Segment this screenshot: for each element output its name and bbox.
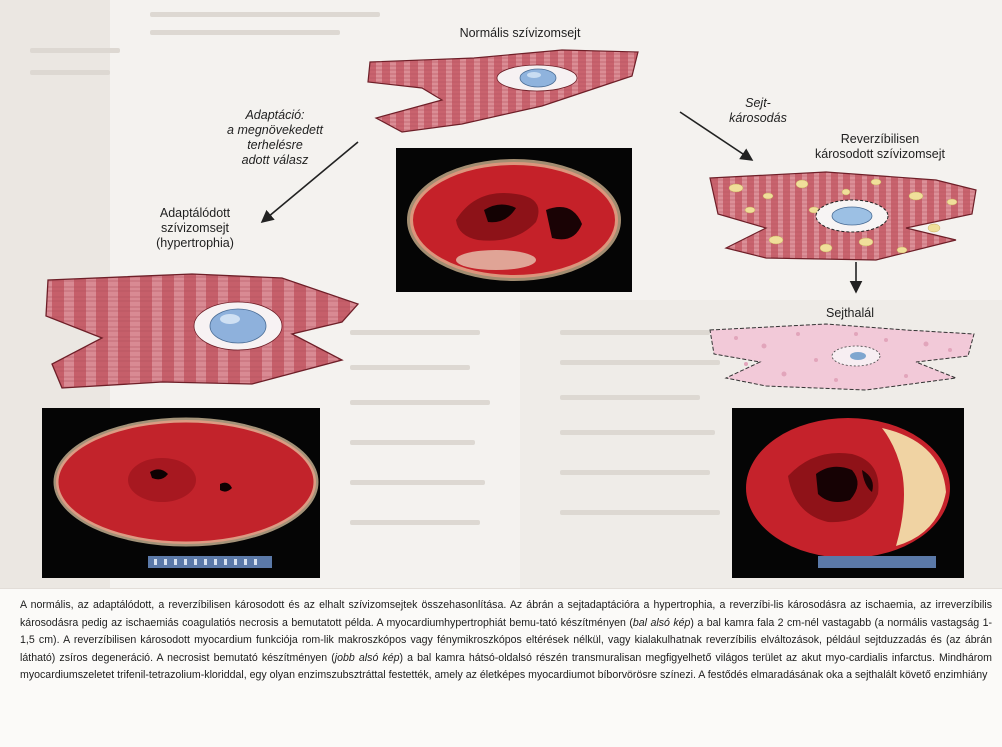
photo-hypertrophy-heart-slice bbox=[42, 408, 320, 578]
background-line bbox=[150, 30, 340, 35]
label-normal-cell: Normális szívizomsejt bbox=[459, 26, 581, 40]
label-adapted-line1: Adaptálódott bbox=[159, 206, 231, 220]
arrows-layer bbox=[260, 111, 863, 294]
label-adapted-cell: Adaptálódott szívizomsejt (hypertrophia) bbox=[110, 206, 280, 251]
photo-normal-heart-slice bbox=[396, 148, 632, 292]
background-line bbox=[560, 430, 715, 435]
background-line bbox=[560, 330, 710, 335]
dead-cell-illustration bbox=[709, 323, 975, 391]
label-cell-death: Sejthalál bbox=[826, 306, 874, 320]
caption-part-1: A normális, az adaptálódott, a reverzíbi… bbox=[20, 599, 992, 629]
label-cell-injury: Sejt- károsodás bbox=[708, 96, 808, 126]
background-line bbox=[350, 520, 480, 525]
reversible-injury-cell-illustration bbox=[709, 171, 977, 261]
figure-caption: A normális, az adaptálódott, a reverzíbi… bbox=[20, 597, 992, 685]
label-reversible-line1: Reverzíbilisen bbox=[840, 132, 920, 146]
caption-emphasis-left: bal alsó kép bbox=[632, 616, 691, 629]
background-line bbox=[30, 48, 120, 53]
background-line bbox=[350, 330, 480, 335]
background-line bbox=[560, 510, 720, 515]
label-adaptation-line3: terhelésre bbox=[247, 138, 303, 152]
label-adapted-line3: (hypertrophia) bbox=[156, 236, 234, 250]
label-adaptation-line4: adott válasz bbox=[241, 153, 309, 167]
background-line bbox=[150, 12, 380, 17]
label-adaptation-line1: Adaptáció: bbox=[245, 108, 305, 122]
background-line bbox=[350, 440, 475, 445]
adapted-cell-illustration bbox=[45, 273, 360, 389]
background-line bbox=[560, 395, 700, 400]
label-adaptation: Adaptáció: a megnövekedett terhelésre ad… bbox=[190, 108, 360, 168]
label-adapted-line2: szívizomsejt bbox=[160, 221, 230, 235]
label-reversible-cell: Reverzíbilisen károsodott szívizomsejt bbox=[790, 132, 970, 162]
arrow-to-adapted bbox=[260, 141, 359, 224]
arrow-to-injured bbox=[679, 111, 754, 161]
normal-cell-illustration bbox=[367, 49, 639, 133]
caption-emphasis-right: jobb alsó kép bbox=[334, 651, 400, 664]
background-line bbox=[560, 360, 720, 365]
caption-background bbox=[0, 588, 1002, 747]
background-line bbox=[350, 365, 470, 370]
label-injury-line1: Sejt- bbox=[745, 96, 771, 110]
background-line bbox=[30, 70, 110, 75]
background-line bbox=[560, 470, 710, 475]
caption-part-3: ) a bal kamra hátsó-oldalsó részén trans… bbox=[20, 651, 992, 682]
label-adaptation-line2: a megnövekedett bbox=[227, 123, 323, 137]
label-injury-line2: károsodás bbox=[729, 111, 787, 125]
background-line bbox=[350, 480, 485, 485]
background-line bbox=[350, 400, 490, 405]
caption-part-2: ) a bal kamra fala 2 cm-nél vastagabb (a… bbox=[20, 616, 992, 664]
photo-infarct-heart-slice bbox=[732, 408, 964, 578]
label-reversible-line2: károsodott szívizomsejt bbox=[815, 147, 945, 161]
